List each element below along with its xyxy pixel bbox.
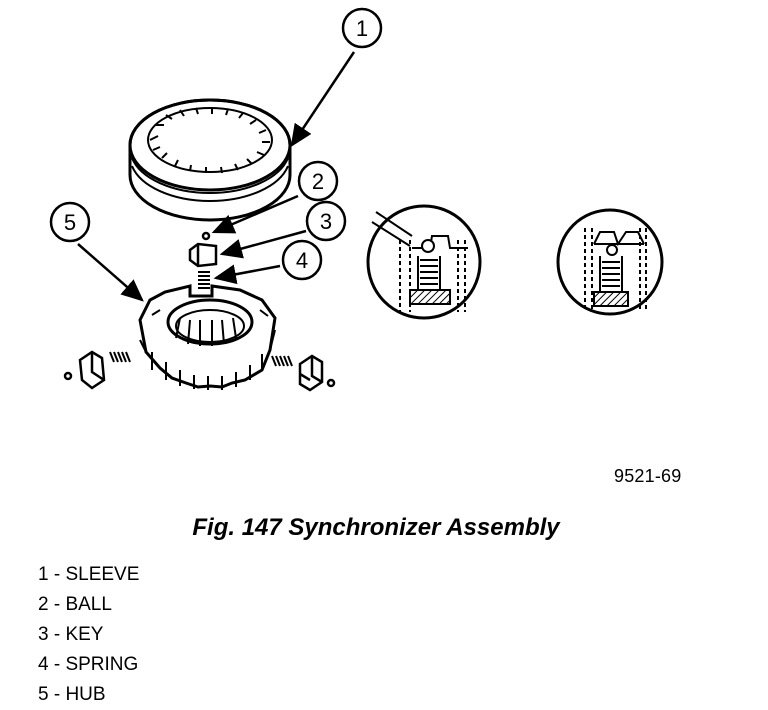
callout-5: 5 [49,201,144,302]
figure-caption: Fig. 147 Synchronizer Assembly [0,514,768,542]
svg-text:2: 2 [312,169,324,194]
callout-3: 3 [219,200,347,259]
legend-item-hub: 5 - HUB [38,684,106,705]
callout-4: 4 [213,239,323,285]
detail-view-2 [556,208,664,316]
figure-code: 9521-69 [614,466,682,486]
svg-text:5: 5 [64,210,76,235]
hub-drawing [138,284,277,390]
callout-1: 1 [290,7,383,148]
svg-text:3: 3 [320,209,332,234]
callout-2: 2 [211,160,339,234]
hub-side-parts [63,350,336,392]
ball-key-spring [188,231,218,289]
legend-item-ball: 2 - BALL [38,594,112,615]
legend-item-key: 3 - KEY [38,624,104,645]
figure-caption-text: Fig. 147 Synchronizer Assembly [192,514,560,541]
svg-text:4: 4 [296,248,308,273]
detail-view-1 [366,204,482,320]
svg-text:1: 1 [356,16,368,41]
sleeve-drawing [128,98,292,222]
legend-item-spring: 4 - SPRING [38,654,139,675]
synchronizer-diagram: 1 2 3 4 5 [49,7,664,392]
parts-legend: 1 - SLEEVE 2 - BALL 3 - KEY 4 - SPRING 5… [38,560,139,710]
legend-item-sleeve: 1 - SLEEVE [38,564,140,585]
